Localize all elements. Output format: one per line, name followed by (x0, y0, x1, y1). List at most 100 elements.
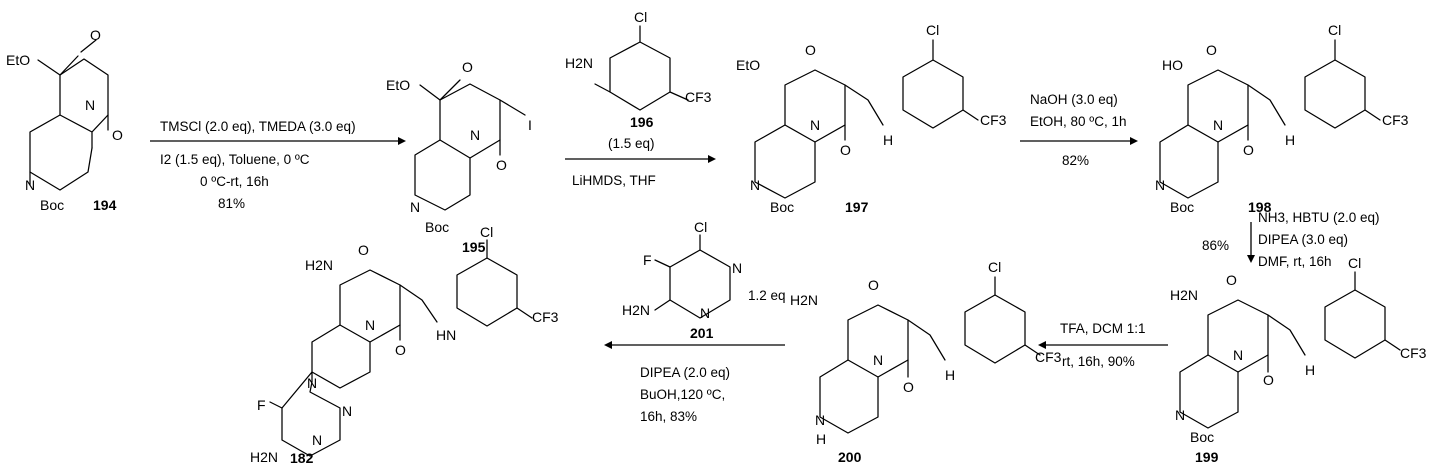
c198-lactam-o: O (1243, 142, 1254, 158)
c200-lactam-o: O (903, 379, 914, 395)
step3-yield: 82% (1062, 153, 1089, 168)
compound-195: EtO O N O I N Boc 195 (386, 59, 532, 255)
step1-line3: 0 ºC-rt, 16h (200, 174, 269, 189)
step4-line1: NH3, HBTU (2.0 eq) (1258, 210, 1380, 225)
c197-lactam-o: O (840, 142, 851, 158)
c182-label: 182 (290, 450, 314, 466)
compound-197: EtO O N O H Cl CF3 N Boc 197 (736, 22, 1007, 215)
c182-nh: HN (436, 327, 456, 343)
c195-lactam-o: O (496, 157, 507, 173)
c200-label: 200 (838, 449, 862, 465)
c182-f: F (257, 397, 266, 413)
c194-ring-n: N (25, 177, 35, 193)
c199-lactam-o: O (1263, 372, 1274, 388)
c198-boc: Boc (1170, 199, 1194, 215)
c195-label: 195 (462, 239, 486, 255)
compound-199: H2N O N O H Cl CF3 N Boc 199 (1170, 255, 1427, 465)
c194-ester: EtO (6, 52, 30, 68)
step6-amount: 1.2 eq (748, 288, 786, 303)
c197-boc: Boc (770, 199, 794, 215)
c200-ring-h: H (816, 431, 826, 447)
c195-lactam-n: N (470, 127, 480, 143)
step1-line1: TMSCl (2.0 eq), TMEDA (3.0 eq) (160, 119, 356, 134)
c200-amide: H2N (790, 292, 818, 308)
c199-cl: Cl (1348, 255, 1361, 271)
step1-yield: 81% (218, 196, 245, 211)
c197-ring-n: N (750, 177, 760, 193)
c197-label: 197 (845, 199, 869, 215)
c199-cf3: CF3 (1400, 345, 1427, 361)
compound-201: Cl F H2N N N 201 (622, 219, 742, 341)
c200-nh: H (945, 367, 955, 383)
c194-lactam-n: N (85, 97, 95, 113)
step-4: NH3, HBTU (2.0 eq) DIPEA (3.0 eq) DMF, r… (1202, 210, 1380, 269)
c196-cf3: CF3 (685, 89, 712, 105)
step3-line2: EtOH, 80 ºC, 1h (1030, 114, 1126, 129)
c195-boc: Boc (425, 219, 449, 235)
c182-ring-n: N (307, 375, 317, 391)
c194-lactam-o: O (112, 127, 123, 143)
step4-line3: DMF, rt, 16h (1258, 254, 1332, 269)
c182-carbonyl-o: O (358, 242, 369, 258)
c197-carbonyl-o: O (805, 42, 816, 58)
step5-line2: rt, 16h, 90% (1062, 354, 1135, 369)
c199-lactam-n: N (1233, 347, 1243, 363)
step1-line2: I2 (1.5 eq), Toluene, 0 ºC (160, 152, 310, 167)
c201-n2: N (700, 305, 710, 321)
c196-nh2: H2N (565, 55, 593, 71)
c195-ring-n: N (410, 199, 420, 215)
c198-cf3: CF3 (1382, 112, 1409, 128)
c182-cl: Cl (480, 224, 493, 240)
c194-carbonyl-o: O (90, 27, 101, 43)
step6-line2: BuOH,120 ºC, (640, 387, 725, 402)
c198-cl: Cl (1328, 22, 1341, 38)
c199-nh: H (1305, 362, 1315, 378)
c200-cl: Cl (988, 259, 1001, 275)
c195-carbonyl-o: O (462, 59, 473, 75)
c196-cl: Cl (634, 9, 647, 25)
c199-label: 199 (1195, 449, 1219, 465)
step-1: TMSCl (2.0 eq), TMEDA (3.0 eq) I2 (1.5 e… (150, 119, 406, 211)
c199-boc: Boc (1190, 429, 1214, 445)
c200-lactam-n: N (873, 352, 883, 368)
step-6: 1.2 eq DIPEA (2.0 eq) BuOH,120 ºC, 16h, … (604, 288, 786, 424)
compound-182: H2N O N O HN Cl CF3 N F N N H2N 182 (250, 224, 559, 466)
c197-cl: Cl (926, 22, 939, 38)
c182-n1: N (342, 403, 352, 419)
c197-cf3: CF3 (980, 112, 1007, 128)
c199-amide: H2N (1170, 287, 1198, 303)
c201-cl: Cl (694, 219, 707, 235)
step5-line1: TFA, DCM 1:1 (1060, 321, 1146, 336)
c198-nh: H (1285, 132, 1295, 148)
c201-f: F (643, 252, 652, 268)
c182-n2: N (312, 432, 322, 448)
c182-lactam-n: N (365, 317, 375, 333)
c201-label: 201 (690, 325, 714, 341)
c195-iodo: I (528, 117, 532, 133)
c197-ester: EtO (736, 57, 760, 73)
c201-n1: N (732, 260, 742, 276)
c194-label: 194 (93, 197, 117, 213)
c196-label: 196 (630, 114, 654, 130)
c182-cf3: CF3 (532, 309, 559, 325)
c198-ring-n: N (1155, 177, 1165, 193)
c198-acid: HO (1162, 57, 1183, 73)
c198-label: 198 (1248, 199, 1272, 215)
c200-carbonyl-o: O (868, 277, 879, 293)
c198-carbonyl-o: O (1206, 42, 1217, 58)
c182-nh2: H2N (250, 449, 278, 465)
c200-cf3: CF3 (1035, 349, 1062, 365)
c200-ring-n: N (815, 412, 825, 428)
compound-194: EtO O N O N Boc 194 (6, 27, 123, 213)
c197-lactam-n: N (810, 117, 820, 133)
step3-line1: NaOH (3.0 eq) (1030, 92, 1118, 107)
step6-line1: DIPEA (2.0 eq) (640, 365, 730, 380)
step6-line3: 16h, 83% (640, 409, 697, 424)
step4-yield: 86% (1202, 238, 1229, 253)
step-2: (1.5 eq) LiHMDS, THF (565, 136, 716, 188)
step2-amount: (1.5 eq) (608, 136, 655, 151)
c182-amide: H2N (305, 257, 333, 273)
step2-line1: LiHMDS, THF (572, 173, 656, 188)
step4-line2: DIPEA (3.0 eq) (1258, 232, 1348, 247)
compound-200: H2N O N O H Cl CF3 N H 200 (790, 259, 1062, 465)
